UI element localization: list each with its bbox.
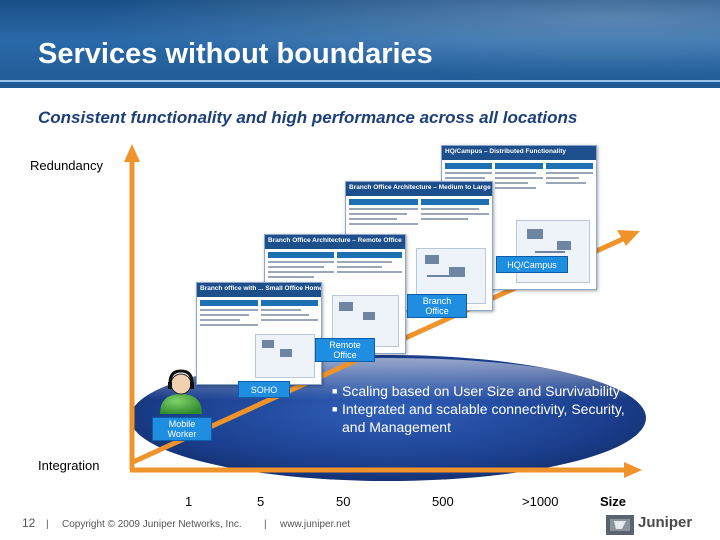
doc-hq-campus-title: HQ/Campus – Distributed Functionality [442, 146, 596, 160]
bullet-list: ■ Scaling based on User Size and Surviva… [332, 382, 632, 436]
bullet-text: Integrated and scalable connectivity, Se… [342, 401, 625, 435]
label-mobile-worker: Mobile Worker [152, 417, 212, 441]
doc-small-office: Branch office with ... Small Office Home… [196, 282, 322, 385]
growth-axis-arrowhead [617, 230, 640, 246]
tick-label: 500 [432, 494, 454, 509]
juniper-logo-icon [606, 515, 634, 535]
header-glow [0, 0, 720, 88]
label-hq-campus: HQ/Campus [496, 256, 568, 273]
footer-separator: | [264, 519, 267, 530]
bullet-text: Scaling based on User Size and Survivabi… [342, 383, 620, 399]
tick-label: 50 [336, 494, 351, 509]
footer-copyright: Copyright © 2009 Juniper Networks, Inc. [62, 519, 242, 530]
x-axis-arrowhead [624, 462, 642, 478]
bullet-item: ■ Integrated and scalable connectivity, … [332, 400, 632, 436]
bullet-item: ■ Scaling based on User Size and Surviva… [332, 382, 632, 400]
bullet-square-icon: ■ [332, 404, 338, 414]
doc-medium-large-branch-title: Branch Office Architecture – Medium to L… [346, 182, 492, 196]
tick-label: 5 [257, 494, 265, 509]
label-remote-office: Remote Office [315, 338, 375, 362]
label-soho: SOHO [238, 381, 290, 398]
mobile-worker-figure [160, 369, 202, 414]
slide-subtitle: Consistent functionality and high perfor… [38, 108, 578, 127]
bullet-square-icon: ■ [332, 386, 338, 396]
origin-label: Integration [38, 458, 100, 473]
label-branch-office: Branch Office [407, 294, 467, 318]
doc-remote-office-title: Branch Office Architecture – Remote Offi… [265, 235, 405, 249]
juniper-logo-text: Juniper [638, 514, 693, 531]
slide-title: Services without boundaries [38, 38, 433, 70]
footer-separator: | [46, 519, 49, 530]
x-axis-label: Size [600, 494, 627, 509]
header-band [0, 0, 720, 88]
doc-small-office-title: Branch office with ... Small Office Home… [197, 283, 321, 297]
y-axis-label: Redundancy [30, 158, 103, 173]
y-axis-arrowhead [124, 144, 140, 162]
doc-medium-large-branch: Branch Office Architecture – Medium to L… [345, 181, 493, 311]
header-rule [0, 80, 720, 82]
page-number: 12 [22, 516, 36, 530]
tick-label: 1 [185, 494, 193, 509]
footer-url: www.juniper.net [280, 519, 351, 530]
tick-label: >1000 [522, 494, 559, 509]
